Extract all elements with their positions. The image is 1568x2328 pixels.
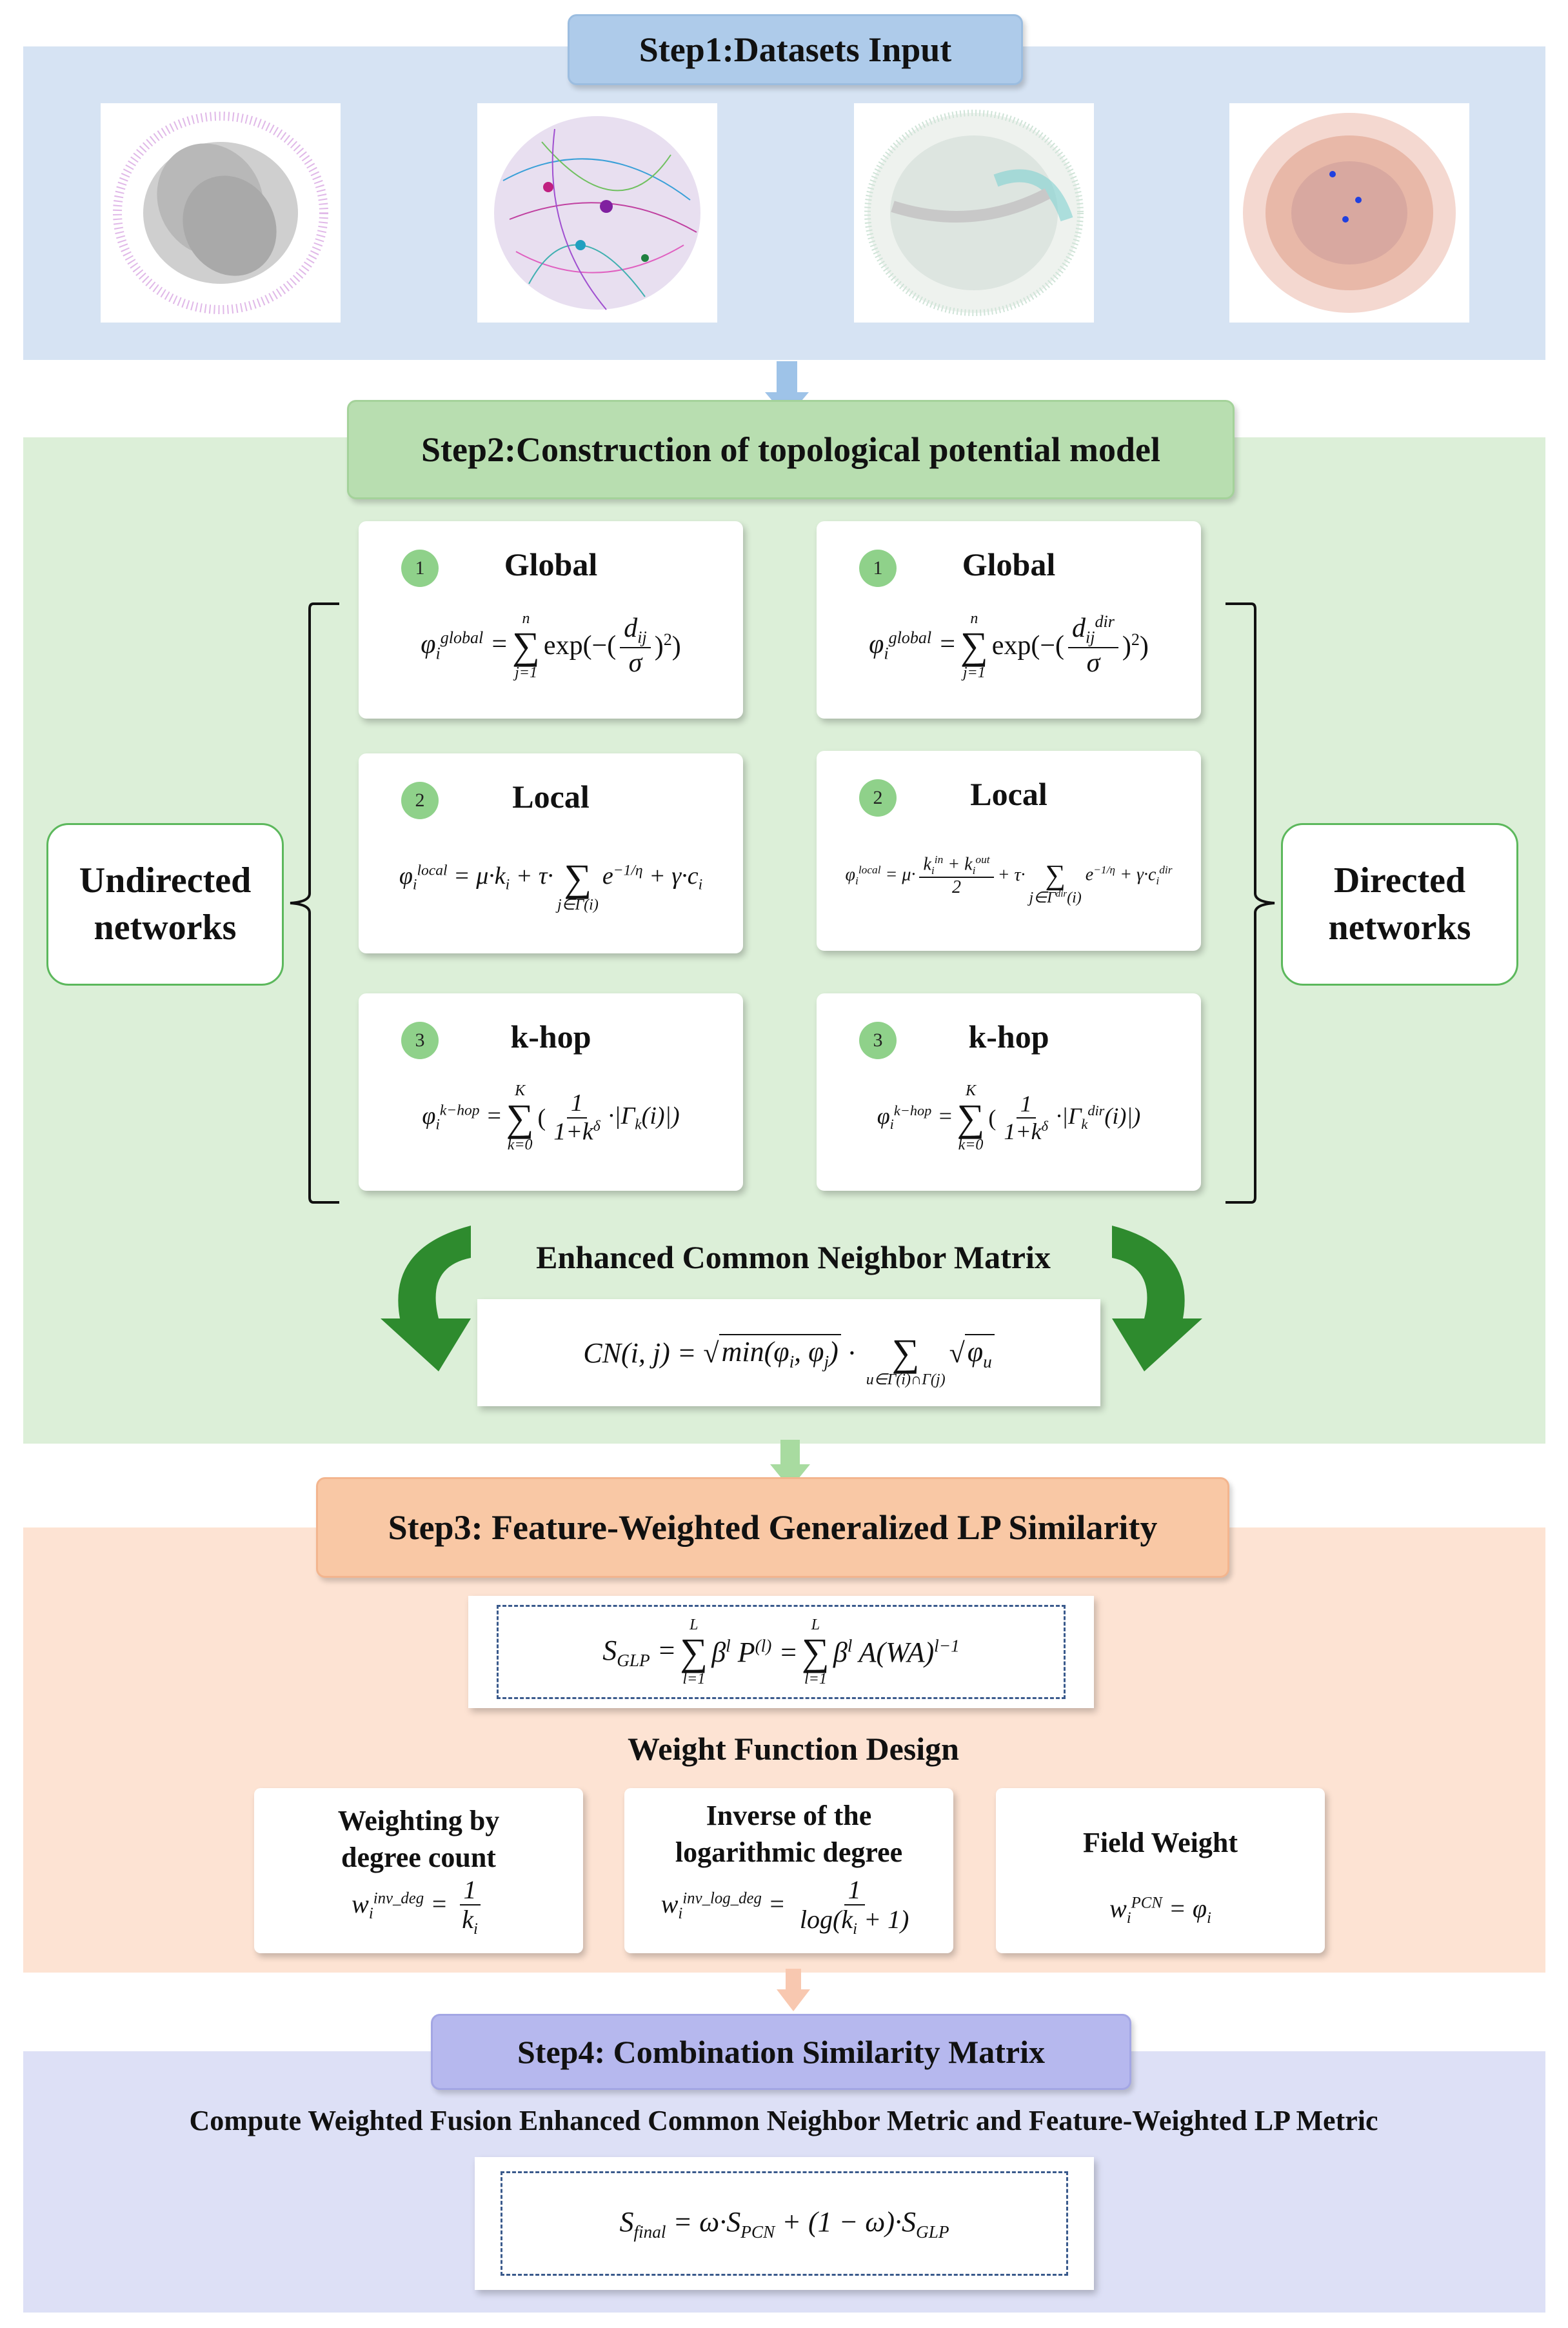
step-badge: 3 — [859, 1022, 897, 1059]
network-image-1 — [101, 103, 341, 323]
weight-card-title: Field Weight — [1083, 1827, 1238, 1858]
network-image-2 — [477, 103, 717, 323]
ecn-title: Enhanced Common Neighbor Matrix — [536, 1239, 1051, 1275]
step4-title: Step4: Combination Similarity Matrix — [431, 2014, 1131, 2090]
dashed-frame — [497, 1605, 1066, 1699]
right-brace — [1226, 602, 1275, 1204]
arrow-down-icon — [777, 1969, 810, 2011]
step-badge: 2 — [859, 779, 897, 817]
field-weight-formula: wiPCN = φi — [1109, 1894, 1211, 1927]
step-badge: 3 — [401, 1022, 439, 1059]
cn-formula-box: CN(i, j) = √min(φi, φj) · ∑u∈Γ(i)∩Γ(j) √… — [477, 1299, 1100, 1406]
curved-arrow-right-icon — [1112, 1226, 1202, 1371]
sglp-formula-box: SGLP = L∑l=1 βl P(l) = L∑l=1 βl A(WA)l−1 — [468, 1596, 1094, 1708]
undirected-local-card: 2 Local φilocal = μ·ki + τ· ∑j∈Γ(i) e−1/… — [359, 753, 743, 953]
step-badge: 1 — [401, 550, 439, 587]
card-title: Local — [970, 776, 1047, 812]
step3-title: Step3: Feature-Weighted Generalized LP S… — [316, 1477, 1229, 1578]
left-brace — [290, 602, 339, 1204]
card-title: Local — [512, 779, 590, 815]
step2-title: Step2:Construction of topological potent… — [347, 400, 1235, 499]
network-image-3 — [854, 103, 1094, 323]
weight-function-title: Weight Function Design — [628, 1731, 959, 1767]
card-title: Global — [504, 546, 598, 582]
step-badge: 1 — [859, 550, 897, 587]
step-badge: 2 — [401, 782, 439, 819]
network-image-4 — [1229, 103, 1469, 323]
local-potential-formula: φilocal = μ·ki + τ· ∑j∈Γ(i) e−1/η + γ·ci — [399, 857, 703, 913]
dashed-frame — [501, 2171, 1068, 2276]
sfinal-formula-box: Sfinal = ω·SPCN + (1 − ω)·SGLP — [475, 2157, 1094, 2290]
step1-title: Step1:Datasets Input — [568, 14, 1023, 85]
curved-arrow-left-icon — [381, 1226, 471, 1371]
field-weight-card: Field Weight wiPCN = φi — [996, 1788, 1325, 1953]
step4-description: Compute Weighted Fusion Enhanced Common … — [189, 2105, 1378, 2136]
card-title: Global — [962, 546, 1056, 582]
card-title: k-hop — [510, 1019, 591, 1055]
arrow-down-icon — [770, 1440, 810, 1489]
card-title: k-hop — [968, 1019, 1049, 1055]
